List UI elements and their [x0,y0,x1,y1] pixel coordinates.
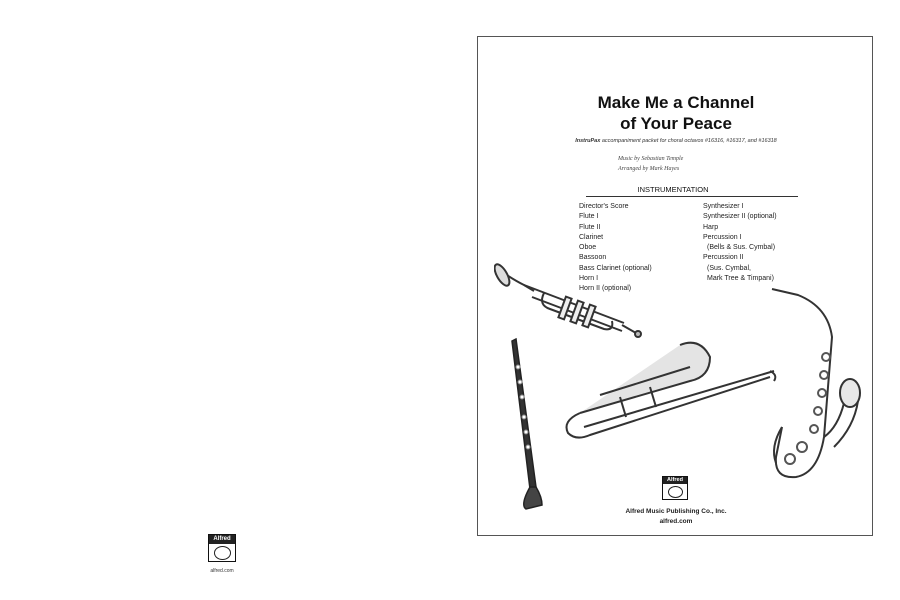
list-item: Bassoon [579,254,607,262]
instrumentation-rule [586,196,798,197]
music-credit: Music by Sebastian Temple [618,156,684,162]
saxophone-illustration [771,288,861,479]
list-item: Flute I [579,213,599,221]
title-line-2: of Your Peace [620,114,732,133]
list-item: Flute II [579,223,601,231]
list-item: Director's Score [579,203,629,210]
list-item: (Sus. Cymbal, [707,264,751,272]
list-item: (Bells & Sus. Cymbal) [707,244,776,252]
clarinet-illustration [511,337,543,510]
list-item: Percussion I [703,233,742,241]
trombone-illustration [565,341,777,439]
subtitle-text: accompaniment packet for choral octavos … [600,138,777,144]
title-line-1: Make Me a Channel [597,93,755,112]
list-item: Synthesizer I [703,203,744,210]
list-item: Synthesizer II (optional) [703,213,777,221]
cover-page: Make Me a Channel of Your Peace InstruPa… [477,36,873,536]
instrumentation-heading: INSTRUMENTATION [637,185,709,194]
subtitle-emphasis: InstruPax [575,138,601,144]
back-cover-url: alfred.com [210,568,234,574]
instrumentation-list-left: Director's Score Flute I Flute II Clarin… [579,202,652,295]
list-item: Mark Tree & Timpani) [707,275,774,283]
trumpet-illustration [494,263,642,338]
list-item: Harp [703,223,719,231]
logo-label: Alfred [663,477,687,484]
instrumentation-list-right: Synthesizer I Synthesizer II (optional) … [703,202,777,284]
list-item: Percussion II [703,254,744,262]
subtitle: InstruPax accompaniment packet for chora… [478,138,874,144]
arranger-credit: Arranged by Mark Hayes [618,166,680,172]
back-cover-alfred-logo: Alfred [208,534,236,562]
publisher-url[interactable]: alfred.com [659,518,693,525]
alfred-logo: Alfred [662,476,688,500]
back-logo-label: Alfred [209,535,235,544]
list-item: Oboe [579,244,597,252]
list-item: Horn II (optional) [579,285,632,293]
list-item: Clarinet [579,233,604,241]
list-item: Bass Clarinet (optional) [579,264,652,272]
list-item: Horn I [579,275,599,283]
publisher-name: Alfred Music Publishing Co., Inc. [625,508,727,515]
